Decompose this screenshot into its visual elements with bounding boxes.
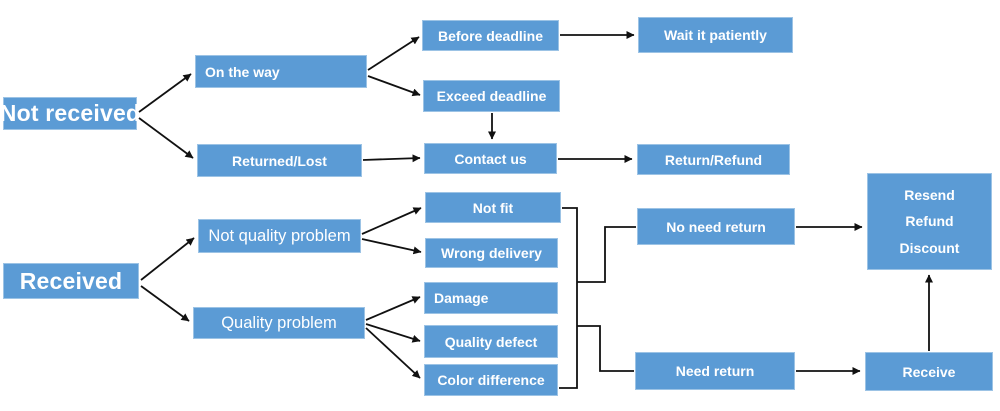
node-return-refund: Return/Refund (637, 144, 790, 175)
edge-not-received-returned-lost (138, 117, 194, 159)
edge-not-received-on-the-way (138, 73, 192, 113)
node-wrong-delivery: Wrong delivery (425, 238, 558, 268)
edge-on-the-way-exceed-deadline (367, 75, 421, 97)
bracket-trunk (559, 207, 578, 389)
node-not-received: Not received (0, 97, 140, 130)
node-contact-us: Contact us (424, 143, 557, 174)
node-quality-problem: Quality problem (193, 307, 365, 339)
node-exceed-deadline: Exceed deadline (423, 80, 560, 112)
node-no-need-return: No need return (637, 208, 795, 245)
node-receive: Receive (865, 352, 993, 391)
node-color-difference: Color difference (424, 364, 558, 396)
node-resend-refund-discount: Resend Refund Discount (867, 173, 992, 270)
refund-line: Refund (905, 213, 954, 230)
edge-on-the-way-before-deadline (367, 36, 420, 71)
edge-quality-problem-quality-defect (365, 323, 421, 343)
edge-not-quality-problem-not-fit (361, 207, 422, 235)
edge-returned-lost-contact-us (362, 154, 421, 163)
edge-quality-problem-damage (365, 296, 421, 321)
node-quality-defect: Quality defect (424, 325, 558, 358)
node-not-fit: Not fit (425, 192, 561, 223)
node-received: Received (3, 263, 139, 299)
node-need-return: Need return (635, 352, 795, 390)
node-on-the-way: On the way (195, 55, 367, 88)
edge-quality-problem-color-difference (365, 327, 421, 379)
edge-received-quality-problem (140, 285, 190, 322)
node-wait-it-patiently: Wait it patiently (638, 17, 793, 53)
bracket-branch-no-need-return (577, 226, 636, 283)
edge-received-not-quality-problem (140, 237, 195, 281)
resend-line: Resend (904, 187, 955, 204)
node-returned-lost: Returned/Lost (197, 144, 362, 177)
edge-not-quality-problem-wrong-delivery (361, 238, 422, 255)
node-not-quality-problem: Not quality problem (198, 219, 361, 253)
node-damage: Damage (424, 282, 558, 314)
discount-line: Discount (899, 239, 960, 256)
node-before-deadline: Before deadline (422, 20, 559, 51)
bracket-branch-need-return (577, 325, 634, 372)
